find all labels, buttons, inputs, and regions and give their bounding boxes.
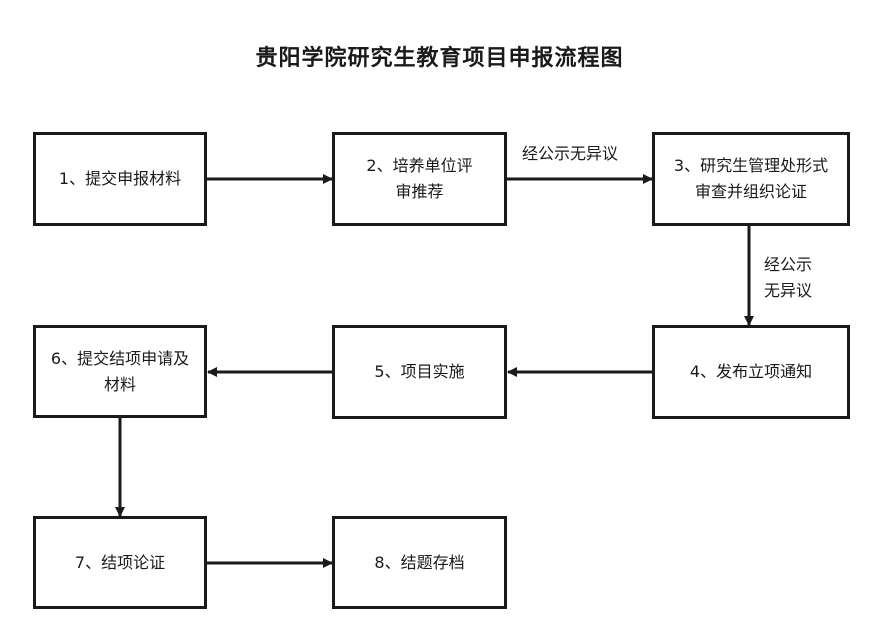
step-4-box: 4、发布立项通知: [652, 325, 850, 419]
step-8-box: 8、结题存档: [332, 516, 507, 609]
edge-label-step3-to-step4-line2: 无异议: [764, 281, 813, 300]
step-3-box: 3、研究生管理处形式审查并组织论证: [652, 132, 850, 226]
step-2-box: 2、培养单位评审推荐: [332, 132, 507, 226]
step-7-box: 7、结项论证: [33, 516, 207, 609]
edge-label-step3-to-step4-line1: 经公示: [764, 255, 813, 274]
step-5-box: 5、项目实施: [332, 325, 507, 419]
diagram-title: 贵阳学院研究生教育项目申报流程图: [255, 46, 624, 71]
step-6-box: 6、提交结项申请及材料: [33, 325, 207, 418]
edge-label-step2-to-step3: 经公示无异议: [522, 144, 619, 163]
step-1-box: 1、提交申报材料: [33, 132, 207, 226]
